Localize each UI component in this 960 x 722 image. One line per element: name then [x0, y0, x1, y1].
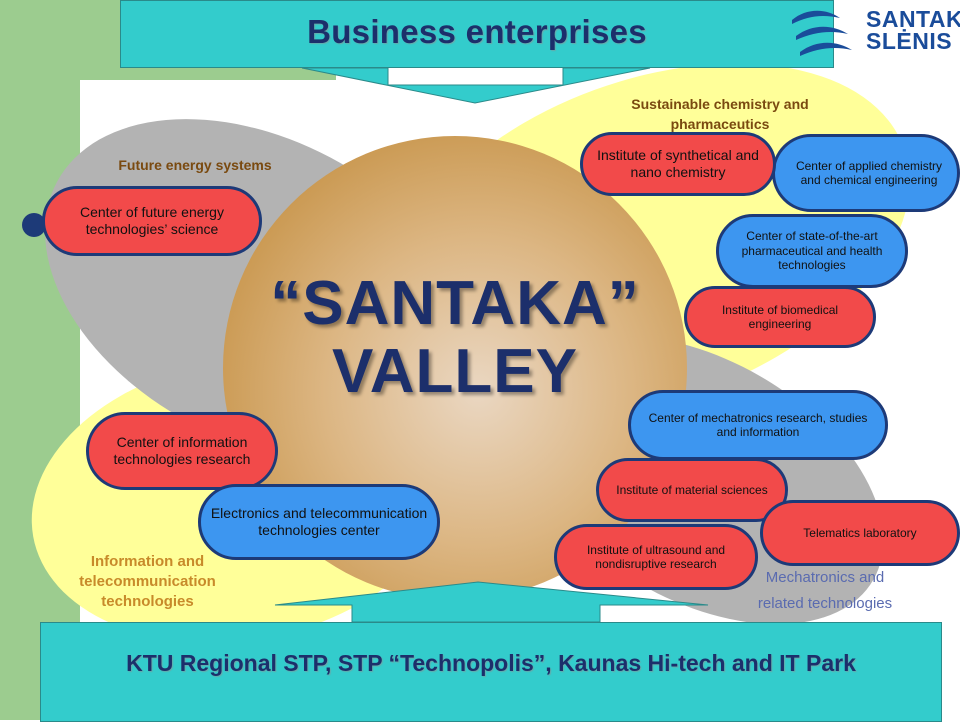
bottom-arrow: [274, 581, 709, 623]
sector-label-info: Information and telecommunication techno…: [79, 553, 216, 610]
sector-label-mechatronics: Mechatronics and related technologies: [720, 568, 930, 620]
sector-label-energy: Future energy systems: [118, 157, 272, 173]
node-applied-chemistry: Center of applied chemistry and chemical…: [772, 134, 960, 212]
header-title: Business enterprises: [307, 13, 647, 50]
sector-label-mechatronics-line-1: Mechatronics and: [765, 569, 885, 586]
logo-line-2: SLĖNIS: [866, 28, 953, 54]
left-green-strip: [0, 0, 80, 720]
node-biomedical: Institute of biomedical engineering: [684, 286, 876, 348]
node-pharmaceutical: Center of state-of-the-art pharmaceutica…: [716, 214, 908, 288]
top-arrow: [301, 67, 651, 104]
sector-label-mechatronics-line-2: related technologies: [757, 595, 893, 612]
bullet-dot: [22, 213, 46, 237]
title-line-2: VALLEY: [332, 337, 578, 406]
node-electronics-center: Electronics and telecommunication techno…: [198, 484, 440, 560]
footer-title: KTU Regional STP, STP “Technopolis”, Kau…: [126, 649, 856, 676]
sector-label-chemistry: Sustainable chemistry and pharmaceutics: [631, 96, 809, 132]
node-it-research: Center of information technologies resea…: [86, 412, 278, 490]
node-synthetical-chemistry: Institute of synthetical and nano chemis…: [580, 132, 776, 196]
node-future-energy: Center of future energy technologies’ sc…: [42, 186, 262, 256]
stp-footer-box: KTU Regional STP, STP “Technopolis”, Kau…: [40, 622, 942, 722]
business-enterprises-box: Business enterprises: [120, 0, 834, 68]
title-line-1: “SANTAKA”: [270, 269, 640, 338]
node-material-sciences: Institute of material sciences: [596, 458, 788, 522]
node-ultrasound: Institute of ultrasound and nondisruptiv…: [554, 524, 758, 590]
node-mechatronics-center: Center of mechatronics research, studies…: [628, 390, 888, 460]
logo-wordmark: SANTAKOS SLĖNIS: [866, 6, 960, 54]
logo-line-1: SANTAKOS: [866, 6, 960, 32]
node-telematics: Telematics laboratory: [760, 500, 960, 566]
santaka-valley-title: “SANTAKA” VALLEY: [220, 270, 690, 406]
santakos-logo-icon: [792, 10, 852, 56]
